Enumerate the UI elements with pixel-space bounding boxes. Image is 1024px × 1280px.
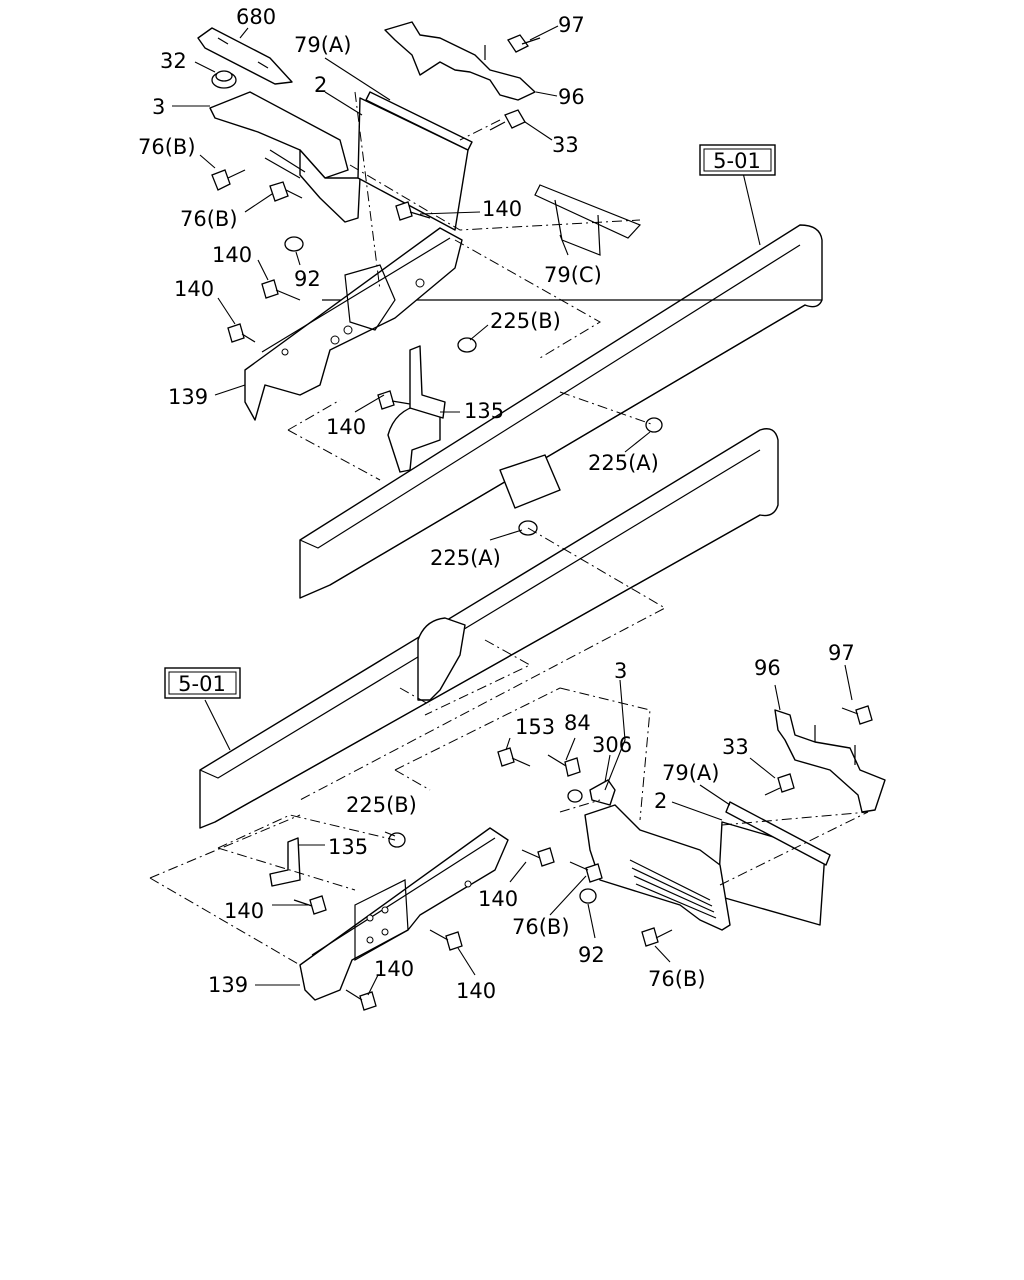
label-225B-upper: 225(B) (490, 309, 561, 333)
label-140-upper-c: 140 (174, 277, 214, 301)
label-140-upper-d: 140 (326, 415, 366, 439)
label-2-upper: 2 (314, 73, 327, 97)
label-140-lower-a: 140 (478, 887, 518, 911)
part-33-shape (489, 109, 526, 131)
label-96-upper: 96 (558, 85, 585, 109)
label-79A-lower: 79(A) (662, 761, 719, 785)
part-153-shape (497, 747, 583, 803)
label-140-upper-a: 140 (482, 197, 522, 221)
part-225B-shape-lower (388, 832, 406, 848)
label-140-upper-b: 140 (212, 243, 252, 267)
part-140-shape-lower-d (345, 989, 377, 1011)
reference-box-lower: 5-01 (164, 667, 241, 699)
label-135-upper: 135 (464, 399, 504, 423)
lower-frame-rail (199, 428, 779, 829)
part-135-shape-lower (269, 837, 301, 887)
part-79A-shape-lower (725, 801, 831, 866)
part-97-shape (507, 34, 541, 53)
part-92-shape (284, 236, 304, 252)
label-680: 680 (236, 5, 276, 29)
part-84-shape (547, 754, 581, 777)
part-32-shape (211, 70, 237, 89)
label-97-upper: 97 (558, 13, 585, 37)
part-140-shape-d (377, 390, 411, 410)
part-140-shape-lower-b (293, 895, 327, 915)
label-140-lower-d: 140 (456, 979, 496, 1003)
label-79A-upper: 79(A) (294, 33, 351, 57)
label-92-lower: 92 (578, 943, 605, 967)
label-135-lower: 135 (328, 835, 368, 859)
part-140-shape-lower-a (521, 847, 555, 867)
part-135-shape-upper (409, 345, 446, 419)
part-79A-shape (365, 91, 473, 151)
part-3-shape (209, 91, 361, 223)
label-76B-upper-a: 76(B) (138, 135, 196, 159)
label-306: 306 (592, 733, 632, 757)
label-140-lower-c: 140 (374, 957, 414, 981)
part-225B-shape-upper (457, 337, 477, 353)
reference-box-upper: 5-01 (699, 144, 776, 176)
part-139-shape-upper (244, 227, 463, 421)
assembly-lines (149, 91, 869, 966)
part-96-shape (384, 21, 536, 101)
reference-5-01-lower: 5-01 (178, 672, 226, 696)
label-33-lower: 33 (722, 735, 749, 759)
label-76B-upper-b: 76(B) (180, 207, 238, 231)
label-225B-lower: 225(B) (346, 793, 417, 817)
part-140-shape-a (395, 201, 431, 221)
label-140-lower-b: 140 (224, 899, 264, 923)
part-76B-shape-lower-b (641, 927, 673, 947)
part-97-shape-lower (841, 705, 873, 725)
leader-lines (172, 25, 853, 996)
label-84: 84 (564, 711, 591, 735)
part-76B-shape-b (269, 181, 303, 202)
reference-5-01-upper: 5-01 (713, 149, 761, 173)
part-306-shape (589, 779, 616, 806)
part-140-shape-b (261, 279, 301, 301)
label-33-upper: 33 (552, 133, 579, 157)
label-225A-b: 225(A) (430, 546, 501, 570)
label-153: 153 (515, 715, 555, 739)
lower-hanger (417, 617, 466, 701)
part-680-shape (197, 27, 293, 85)
part-140-shape-c (227, 323, 256, 343)
part-225A-shape-a (645, 417, 663, 433)
label-92-upper: 92 (294, 267, 321, 291)
label-225A-a: 225(A) (588, 451, 659, 475)
part-33-shape-lower (764, 773, 795, 796)
label-3-upper: 3 (152, 95, 165, 119)
part-79C-shape (534, 184, 642, 256)
part-76B-shape-a (211, 169, 246, 191)
label-32: 32 (160, 49, 187, 73)
part-2-shape-lower (717, 821, 826, 926)
label-79C: 79(C) (544, 263, 602, 287)
part-76B-shape-lower-a (569, 861, 603, 883)
part-labels: 680 32 3 79(A) 2 97 96 33 76(B) 76(B) 14… (138, 5, 855, 1003)
part-96-shape-lower (774, 709, 886, 813)
label-3-lower: 3 (614, 659, 627, 683)
label-76B-lower-a: 76(B) (512, 915, 570, 939)
label-139-upper: 139 (168, 385, 208, 409)
label-139-lower: 139 (208, 973, 248, 997)
label-97-lower: 97 (828, 641, 855, 665)
part-140-shape-lower-c (429, 929, 463, 951)
part-92-shape-lower (579, 888, 597, 904)
part-3-shape-lower (584, 804, 731, 931)
label-96-lower: 96 (754, 656, 781, 680)
label-76B-lower-b: 76(B) (648, 967, 706, 991)
part-139-shape-lower (299, 827, 509, 1001)
label-2-lower: 2 (654, 789, 667, 813)
